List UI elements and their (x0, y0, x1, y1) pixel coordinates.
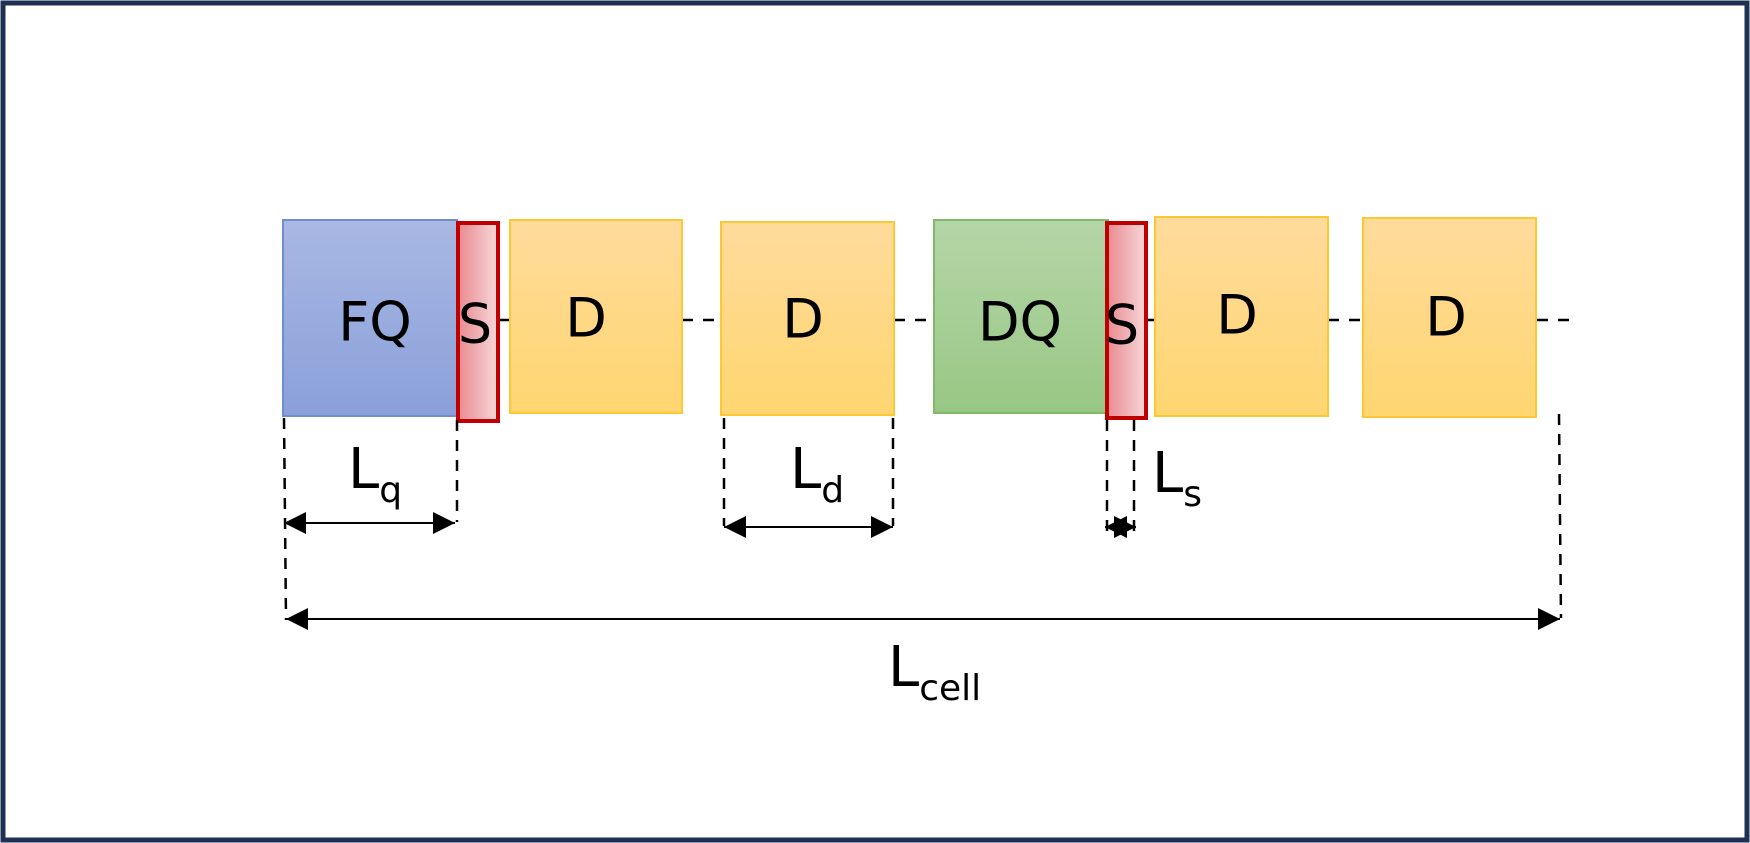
s-block-1-rect (456, 221, 500, 423)
lcell-label-subscript: cell (919, 668, 981, 709)
lcell-label-main: L (888, 635, 919, 700)
ls-label-subscript: s (1183, 474, 1202, 515)
ld-label-subscript: d (821, 470, 844, 511)
lcell-label: Lcell (888, 635, 981, 709)
extension-line-cell-right (1557, 413, 1563, 619)
d-block-2: D (720, 221, 895, 416)
s-block-1-label: S (458, 293, 492, 356)
fq-block-label: FQ (338, 291, 412, 354)
dq-block: DQ (933, 219, 1109, 414)
d-block-4-label: D (1425, 286, 1467, 349)
d-block-3-rect (1154, 216, 1329, 417)
extension-line-fq-left (282, 417, 288, 621)
ld-label-main: L (790, 437, 821, 502)
dimension-arrows (284, 512, 1560, 630)
fq-block: FQ (282, 219, 458, 417)
s-block-2: S (1105, 221, 1148, 420)
d-block-4: D (1362, 217, 1537, 418)
d-block-1-rect (509, 219, 683, 414)
lq-label: Lq (348, 437, 402, 511)
dq-block-rect (933, 219, 1109, 414)
d-block-3: D (1154, 216, 1329, 417)
ld-label: Ld (790, 437, 844, 511)
d-block-2-label: D (782, 288, 824, 351)
d-block-3-label: D (1216, 284, 1258, 347)
ls-label-main: L (1152, 441, 1183, 506)
lq-label-main: L (348, 437, 379, 502)
d-block-2-rect (720, 221, 895, 416)
dq-block-label: DQ (978, 291, 1062, 354)
s-block-2-rect (1105, 221, 1148, 420)
d-block-1-label: D (565, 287, 607, 350)
ls-label: Ls (1152, 441, 1202, 515)
extension-lines (282, 413, 1563, 621)
s-block-2-label: S (1105, 294, 1139, 357)
d-block-1: D (509, 219, 683, 414)
d-block-4-rect (1362, 217, 1537, 418)
s-block-1: S (456, 221, 500, 423)
lq-label-subscript: q (379, 470, 402, 511)
fq-block-rect (282, 219, 458, 417)
